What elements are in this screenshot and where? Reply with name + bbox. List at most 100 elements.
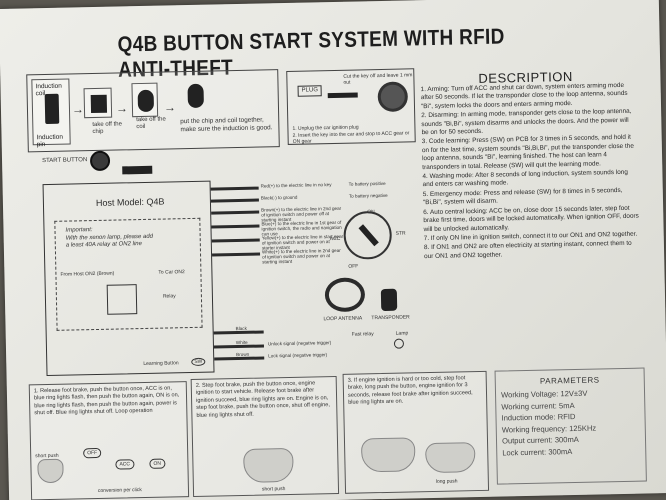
transponder-icon [380, 288, 398, 312]
hand-long-press-icon [425, 442, 476, 474]
wire-text: Lock signal (negative trigger) [268, 352, 328, 359]
wire-color: Black [235, 325, 247, 332]
arrow-right-icon: → [71, 102, 85, 117]
instruction-2-text: 2. Step foot brake, push the button once… [195, 380, 330, 419]
connector-icon [122, 165, 153, 175]
wire-color: Brown [236, 351, 250, 358]
important-text: With the xenon lamp, please add a least … [65, 233, 154, 249]
plug-label: PLUG [297, 85, 323, 97]
start-button-icon [89, 150, 111, 172]
wire-color: Red(+) [260, 183, 275, 189]
host-model: Host Model: Q4B [96, 197, 165, 208]
important-title: Important: [65, 227, 93, 234]
step-chip [83, 87, 113, 119]
description-item: 8. If ON1 and ON2 are often electricity … [423, 240, 632, 260]
description-list: 1. Arming: Turn off ACC and shut car dow… [421, 82, 641, 263]
to-car-on2: To Car ON2 [158, 269, 185, 276]
sw-icon[interactable]: SW [191, 357, 206, 367]
hand-press-icon [243, 447, 294, 483]
ign-str: STR [395, 230, 406, 237]
ign-on: ON [367, 209, 375, 216]
hand-icon [37, 458, 64, 484]
short-push-label-2: short push [261, 486, 286, 493]
wire-text: Unlock signal (negative trigger) [267, 340, 332, 347]
step-induction-coil: Induction coil Induction pin [31, 78, 71, 149]
plug-step-2: 2. Insert the key into the car and stop … [292, 130, 410, 145]
wire-destination: To battery negative [348, 192, 388, 199]
description-item: 2. Disarming: In arming mode, transponde… [421, 107, 632, 137]
take-off-chip-label: take off the chip [92, 121, 122, 136]
host-model-label: Host Model: [95, 196, 145, 208]
description-item: 3. Code learning: Press (SW) on PCB for … [421, 134, 634, 171]
ignition-lock-icon [377, 81, 409, 113]
key-icon [44, 93, 60, 125]
wire-line [214, 356, 265, 361]
instruction-box-1: 1. Release foot brake, push the button o… [28, 381, 190, 500]
key-slot-icon [358, 224, 379, 247]
ign-off: OFF [348, 263, 359, 270]
on-state: ON [149, 458, 166, 469]
hand-press-icon [360, 437, 416, 473]
wire-line [213, 344, 265, 349]
start-button-label: START BUTTON [41, 157, 88, 165]
cable-icon [327, 92, 358, 99]
cut-key-note: Cut the key off and leave 1 mm out [343, 72, 413, 86]
chip-coil-icon [187, 83, 204, 109]
chip-coil-together-label: put the chip and coil together, make sur… [180, 116, 273, 134]
wire-label: Black(-) to ground [261, 194, 343, 201]
short-push-label: short push [35, 452, 59, 460]
wire-destination: To battery positive [348, 180, 386, 187]
parameter-line: Lock current: 300mA [502, 447, 573, 458]
conversion-label: conversion per click [97, 487, 142, 494]
long-push-label: long push [435, 478, 458, 485]
instruction-box-2: 2. Step foot brake, push the button once… [190, 375, 340, 498]
host-unit: Host Model: Q4B Important: With the xeno… [42, 180, 215, 377]
transponder-label: TRANSPONDER [371, 314, 410, 322]
step-coil [131, 82, 159, 118]
loop-antenna-label: LOOP ANTENNA [323, 315, 363, 323]
parameters-heading: PARAMETERS [539, 375, 600, 386]
coil-icon [137, 89, 155, 113]
step-chip-coil-together [179, 79, 220, 116]
lamp-icon [393, 338, 405, 349]
induction-pin-label: Induction pin [36, 133, 64, 149]
learning-button-label: Learning Button [143, 360, 179, 368]
wire-color: Black(-) [260, 195, 277, 201]
acc-state: ACC [115, 459, 135, 470]
lamp-label: Lamp [395, 330, 409, 337]
description-item: 6. Auto central locking: ACC be on, clos… [423, 204, 639, 233]
ignition-switch-icon [343, 210, 393, 260]
instruction-3-text: 3. If engine ignition is hard or too col… [347, 375, 473, 406]
wire-line [211, 210, 260, 215]
loop-antenna-icon [324, 277, 366, 313]
upper-wires: Red(+) to the electric line in no key To … [0, 0, 659, 265]
host-model-value: Q4B [146, 196, 165, 207]
relay-label: Relay [162, 293, 176, 300]
description-item: 1. Arming: Turn off ACC and shut car dow… [420, 81, 628, 110]
wire-line [210, 198, 259, 203]
relay-box [106, 284, 138, 315]
wire-label: Red(+) to the electric line in no key [260, 182, 343, 189]
arrow-right-icon: → [163, 100, 177, 115]
wire-text: to the electric line in no key [276, 182, 332, 189]
fast-relay-label: Fast relay [351, 331, 374, 338]
off-state: OFF [83, 447, 102, 459]
take-off-coil-label: take off the coil [136, 116, 166, 131]
plug-panel: Cut the key off and leave 1 mm out PLUG … [286, 68, 416, 145]
wire-color: White [235, 339, 248, 346]
instruction-box-3: 3. If engine ignition is hard or too col… [342, 370, 490, 494]
arrow-right-icon: → [115, 101, 129, 116]
installation-steps-panel: Induction coil Induction pin → take off … [26, 69, 280, 153]
from-host-on2: From Host ON2 (Brown) [60, 270, 115, 278]
wire-label: White(+) to the electric line in 2nd gea… [262, 248, 344, 265]
ign-acc: ACC [329, 235, 341, 243]
wire-line [210, 186, 259, 191]
wire-line [211, 224, 260, 229]
instruction-1-text: 1. Release foot brake, push the button o… [33, 385, 180, 417]
wire-line [212, 252, 261, 257]
important-box: Important: With the xenon lamp, please a… [54, 217, 203, 331]
